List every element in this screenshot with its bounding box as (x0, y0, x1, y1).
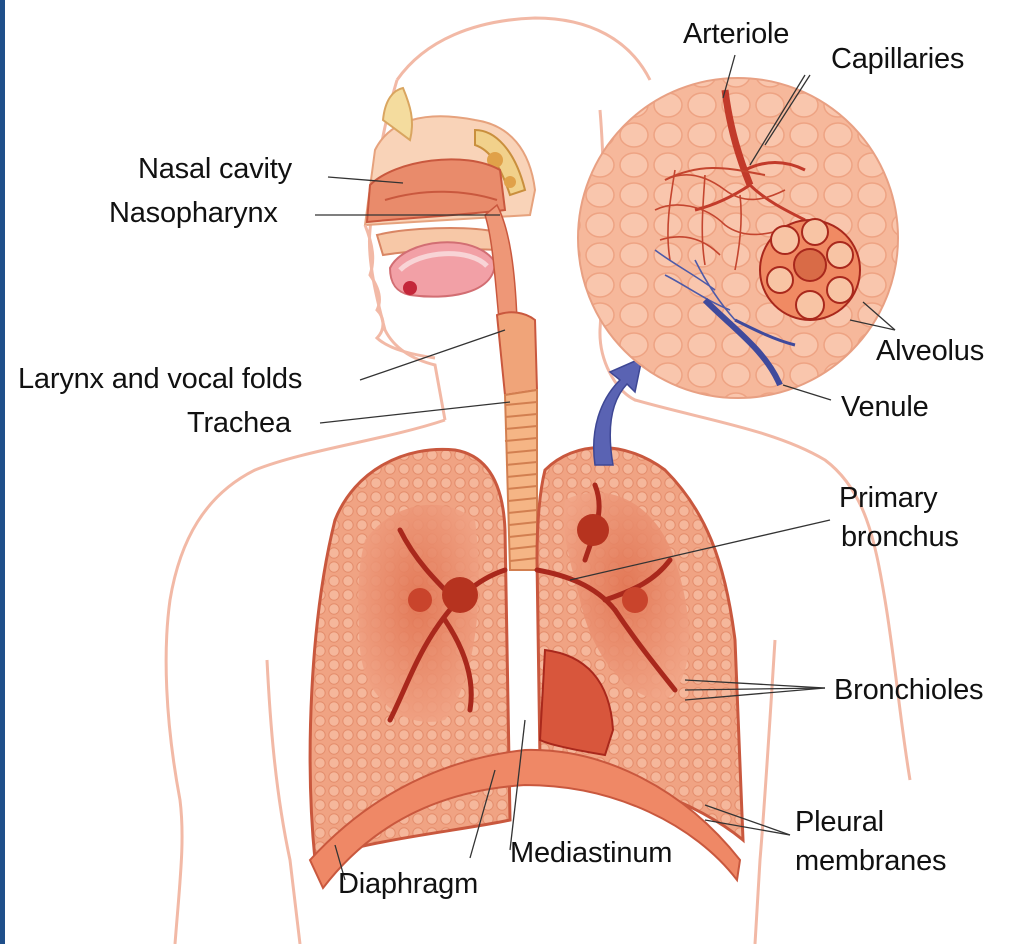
label-primary-bronchus-line2: bronchus (841, 519, 959, 555)
label-capillaries: Capillaries (831, 41, 964, 77)
label-alveolus: Alveolus (876, 333, 984, 369)
label-pleural-line2: membranes (795, 843, 946, 879)
label-nasal-cavity: Nasal cavity (138, 151, 292, 187)
label-nasopharynx: Nasopharynx (109, 195, 278, 231)
label-mediastinum: Mediastinum (510, 835, 672, 871)
anatomy-illustration (5, 0, 1018, 944)
label-larynx-vocal-folds: Larynx and vocal folds (18, 361, 302, 397)
label-trachea: Trachea (187, 405, 291, 441)
label-diaphragm: Diaphragm (338, 866, 478, 902)
alveolus-magnification (578, 78, 898, 398)
label-pleural-line1: Pleural (795, 804, 884, 840)
label-venule: Venule (841, 389, 929, 425)
label-arteriole: Arteriole (683, 16, 789, 52)
label-primary-bronchus-line1: Primary (839, 480, 938, 516)
label-bronchioles: Bronchioles (834, 672, 983, 708)
